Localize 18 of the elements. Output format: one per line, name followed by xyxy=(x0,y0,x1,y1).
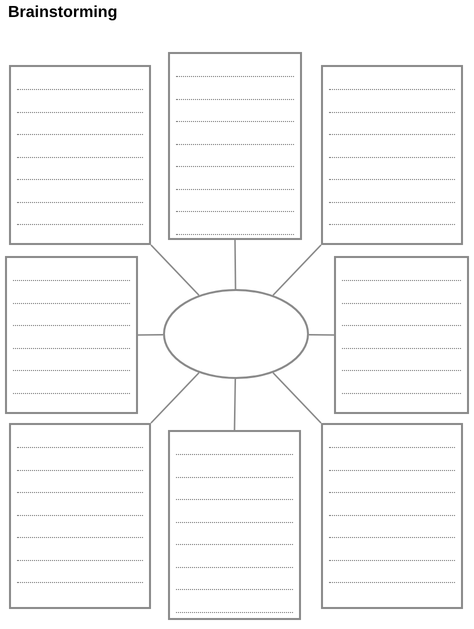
title: Brainstorming xyxy=(8,4,118,22)
writing-box xyxy=(321,423,463,609)
connector-line xyxy=(234,378,236,430)
connector-line xyxy=(138,334,164,336)
writing-box xyxy=(321,65,463,245)
connector-line xyxy=(308,334,334,336)
writing-box xyxy=(9,65,151,245)
connector-line xyxy=(272,244,322,296)
writing-box xyxy=(334,256,469,414)
connector-line xyxy=(150,372,200,424)
writing-box xyxy=(5,256,138,414)
connector-line xyxy=(150,244,200,296)
connector-line xyxy=(272,372,322,424)
center-ellipse xyxy=(163,289,309,379)
writing-box xyxy=(9,423,151,609)
writing-box xyxy=(168,52,302,240)
connector-line xyxy=(234,240,236,289)
writing-box xyxy=(168,430,301,620)
